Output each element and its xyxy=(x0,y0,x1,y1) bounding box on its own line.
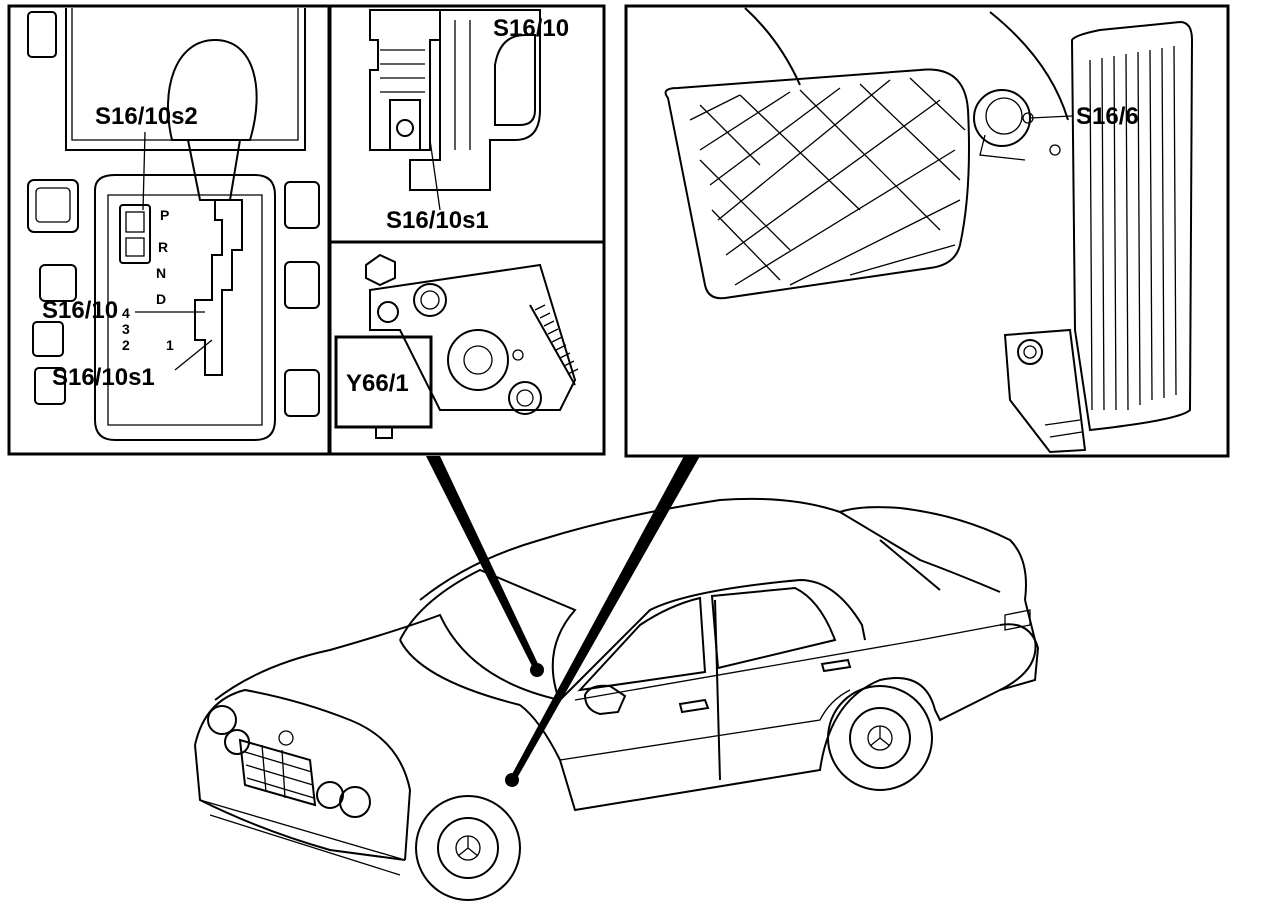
front-window xyxy=(577,596,707,692)
grille xyxy=(238,738,317,807)
pedal-crosshatch xyxy=(689,77,966,286)
label-s16-10: S16/10 xyxy=(42,297,118,324)
solenoid-box xyxy=(334,335,433,429)
label-y66-1: Y66/1 xyxy=(346,370,409,397)
label-s16-10s2: S16/10s2 xyxy=(95,103,198,130)
location-dot-console xyxy=(530,663,544,677)
label-s16-10s1: S16/10s1 xyxy=(52,364,155,391)
front-wheel xyxy=(415,795,521,901)
gear-letter-n: N xyxy=(156,265,166,281)
solenoid-inset: Y66/1 xyxy=(328,240,606,456)
side-mirror xyxy=(583,684,627,716)
gear-letter-d: D xyxy=(156,291,166,307)
label-s16-6: S16/6 xyxy=(1076,103,1139,130)
pointer-pedal xyxy=(510,456,700,780)
pedal-inset: S16/6 xyxy=(624,4,1230,458)
bolt-head xyxy=(365,253,396,287)
car-illustration xyxy=(194,497,1040,901)
gear-letter-r: R xyxy=(158,239,168,255)
gear-selector-inset: P R N D 4 3 2 1 S16/10s2 S16/10 S16/10s1 xyxy=(7,4,331,456)
gear-letter-3: 3 xyxy=(122,321,130,337)
star-emblem-hood xyxy=(278,730,294,746)
shift-knob xyxy=(167,38,258,141)
headlamp-right-inner xyxy=(316,781,344,809)
rear-wheel xyxy=(827,685,933,791)
headlamp-left-inner xyxy=(207,705,237,735)
gear-letter-4: 4 xyxy=(122,305,130,321)
label-s16-10s1-top: S16/10s1 xyxy=(386,207,489,234)
gear-letter-1: 1 xyxy=(166,337,174,353)
gear-gate-slot xyxy=(194,199,243,376)
gear-letter-p: P xyxy=(160,207,169,223)
label-s16-10-top: S16/10 xyxy=(493,15,569,42)
pointer-gear-selector xyxy=(426,456,540,670)
rear-window xyxy=(710,586,837,670)
location-dot-footwell xyxy=(505,773,519,787)
accelerator-pedal xyxy=(1070,20,1194,432)
pointer-lines xyxy=(426,456,700,787)
gear-letter-2: 2 xyxy=(122,337,130,353)
position-indicator-window xyxy=(119,204,151,264)
brake-pedal-pad xyxy=(664,68,970,300)
switch-assembly-inset: S16/10 S16/10s1 xyxy=(328,4,606,244)
return-spring xyxy=(529,304,576,386)
